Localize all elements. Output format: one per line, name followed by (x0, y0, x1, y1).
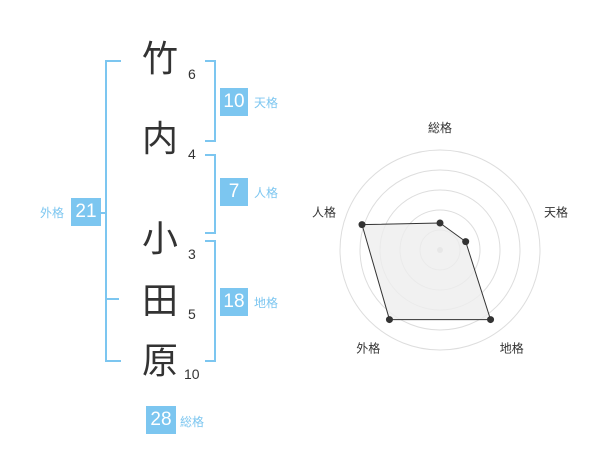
radar-point (487, 316, 495, 324)
soukaku-label: 総格 (180, 415, 205, 429)
kanji-char: 田 (141, 281, 178, 322)
gaikaku-value: 21 (71, 198, 101, 226)
radar-area (361, 222, 492, 321)
stroke-count: 10 (184, 366, 200, 382)
radar-point (436, 219, 444, 227)
radar-point (385, 316, 393, 324)
kanji-char: 内 (141, 119, 178, 160)
radar-axis-label: 人格 (312, 204, 336, 219)
gaikaku-bracket-mid (105, 298, 119, 300)
jinkaku-bracket (205, 154, 216, 234)
stroke-count: 6 (188, 66, 196, 82)
radar-axis-label: 天格 (544, 204, 568, 219)
radar-point (358, 221, 366, 229)
jinkaku-label: 人格 (254, 186, 279, 200)
kanji-char: 竹 (141, 39, 178, 80)
chikaku-bracket (205, 240, 216, 362)
soukaku-value: 28 (146, 406, 176, 434)
stroke-count: 3 (188, 246, 196, 262)
tenkaku-bracket (205, 60, 216, 142)
radar-axis-label: 外格 (356, 341, 380, 356)
radar-grid-ring (339, 149, 541, 351)
kanji-char: 原 (141, 341, 178, 382)
chikaku-value: 18 (220, 288, 248, 316)
gaikaku-connector (98, 212, 105, 214)
stroke-count: 4 (188, 146, 196, 162)
tenkaku-value: 10 (220, 88, 248, 116)
radar-point (462, 238, 470, 246)
tenkaku-label: 天格 (254, 96, 279, 110)
kanji-char: 小 (141, 219, 178, 260)
radar-axis-label: 総格 (428, 120, 452, 135)
chikaku-label: 地格 (254, 296, 279, 310)
stroke-count: 5 (188, 306, 196, 322)
gaikaku-bracket (105, 60, 121, 362)
gaikaku-label: 外格 (40, 206, 65, 220)
jinkaku-value: 7 (220, 178, 248, 206)
radar-grid-ring (359, 169, 521, 331)
radar-axis-label: 地格 (500, 341, 524, 356)
